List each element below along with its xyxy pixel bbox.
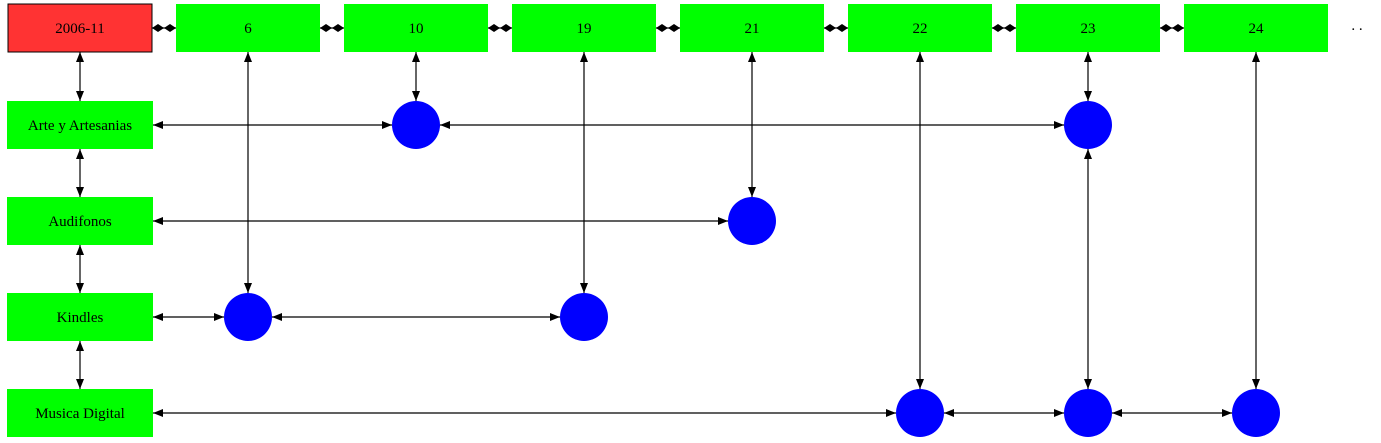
category-box [7, 293, 153, 341]
day-box [512, 4, 656, 52]
category-label: Kindles [57, 310, 104, 326]
edges-layer [76, 24, 1260, 417]
day-label: 19 [577, 21, 592, 37]
event-dot [1064, 389, 1112, 437]
category-label: Audifonos [48, 214, 111, 230]
period-box [7, 3, 153, 53]
category-box [7, 101, 153, 149]
trailing-marker: . . [1351, 18, 1362, 34]
day-label: 24 [1249, 21, 1265, 37]
event-dot [1064, 101, 1112, 149]
day-label: 22 [913, 21, 928, 37]
day-box [848, 4, 992, 52]
event-dot [728, 197, 776, 245]
day-box [680, 4, 824, 52]
category-label: Musica Digital [35, 406, 125, 422]
day-box [1184, 4, 1328, 52]
event-dot [560, 293, 608, 341]
day-box [176, 4, 320, 52]
category-box [7, 197, 153, 245]
event-dot [1232, 389, 1280, 437]
category-label: Arte y Artesanias [28, 118, 132, 134]
day-box [1016, 4, 1160, 52]
event-dot [896, 389, 944, 437]
event-dot [392, 101, 440, 149]
period-label: 2006-11 [55, 21, 104, 37]
category-box [7, 389, 153, 437]
event-dot [224, 293, 272, 341]
day-box [344, 4, 488, 52]
day-label: 10 [409, 21, 424, 37]
day-label: 23 [1081, 21, 1096, 37]
day-label: 21 [745, 21, 760, 37]
day-label: 6 [244, 21, 252, 37]
